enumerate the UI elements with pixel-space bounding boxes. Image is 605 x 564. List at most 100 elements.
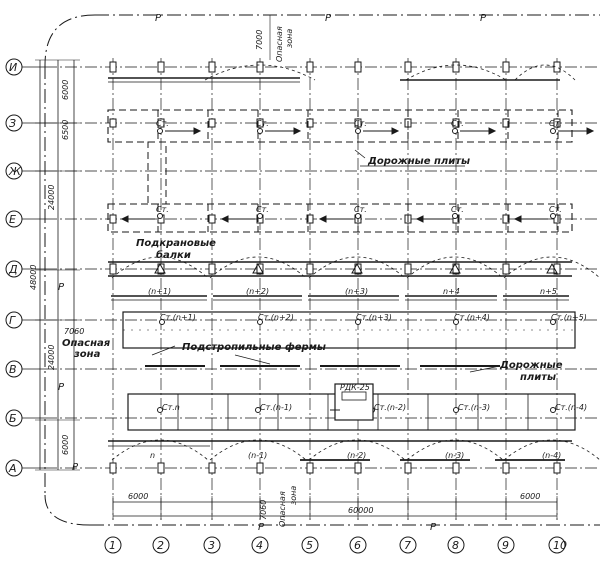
building-column (452, 61, 460, 73)
axis-label-col: 4 (256, 539, 263, 552)
boundary-marker: Р (430, 522, 437, 533)
axis-label-col: 2 (157, 539, 164, 552)
arrow-head (120, 215, 129, 223)
building-column (502, 118, 510, 128)
building-column (452, 263, 460, 275)
crane-beams-label: Подкрановые (136, 238, 216, 249)
dim-label: 24000 (47, 185, 56, 210)
building-column (553, 214, 561, 224)
building-column (306, 263, 314, 275)
road-slab-link (147, 141, 167, 205)
building-column (208, 61, 216, 73)
crane-station-point (355, 319, 361, 325)
crane-triangle-icon (546, 262, 558, 274)
crane-swing-arc (111, 439, 209, 461)
building-column (502, 61, 510, 73)
building-column (553, 118, 561, 128)
crane-swing-arc (503, 256, 601, 279)
station-label: Ст.(n+1) (160, 313, 196, 322)
crane-swing-arc (111, 256, 209, 279)
road-slabs-label: Дорожные плиты (367, 156, 470, 167)
danger-zone-label: зона (289, 486, 298, 505)
building-column (109, 214, 117, 224)
axis-label-row: Д (8, 263, 18, 276)
building-column (306, 61, 314, 73)
building-column (306, 462, 314, 474)
building-column (256, 263, 264, 275)
building-column (109, 263, 117, 275)
boundary-marker: Р (258, 522, 265, 533)
building-column (157, 462, 165, 474)
dim-label: 6000 (520, 492, 540, 501)
beam-mark: (n+1) (148, 287, 171, 296)
sub-trusses-label: Подстропильные фермы (182, 341, 326, 353)
axis-label-col: 7 (404, 539, 411, 552)
danger-zone-label: зона (73, 349, 101, 360)
arrow-head (513, 215, 522, 223)
crane-station-point (550, 213, 556, 219)
boundary-marker: Р (155, 13, 162, 24)
crane-station-label: Ст. (549, 119, 562, 128)
station-label: Ст.(n-3) (458, 403, 490, 412)
boundary-marker: Р (58, 282, 65, 293)
building-column (502, 214, 510, 224)
building-column (306, 118, 314, 128)
beam-mark: n (150, 451, 155, 460)
crane-triangle-icon (449, 262, 461, 274)
crane-swing-arc (406, 439, 504, 461)
axis-label-row: З (9, 117, 16, 130)
building-column (553, 263, 561, 275)
axis-bubble-col (104, 536, 122, 554)
crane-station-point (157, 407, 163, 413)
crane-swing-arc (209, 439, 307, 461)
crane-station-point (257, 128, 263, 134)
building-column (553, 61, 561, 73)
building-column (404, 61, 412, 73)
crane-swing-arc (308, 439, 406, 461)
boundary-marker: Р (480, 13, 487, 24)
dim-label: 24000 (47, 345, 56, 370)
danger-zone-label: Опасная (278, 491, 287, 527)
arrow-head (391, 127, 400, 135)
building-column (208, 214, 216, 224)
crane-swing-arc (514, 64, 576, 81)
crane-station-point (255, 407, 261, 413)
beam-mark: n+5 (540, 287, 557, 296)
axis-bubble-col (251, 536, 269, 554)
station-label: Ст.(n+3) (356, 313, 392, 322)
station-label: Ст.(n+5) (551, 313, 587, 322)
arrow-head (193, 127, 202, 135)
beam-mark: (n-1) (248, 451, 267, 460)
rdk-crane (334, 383, 374, 421)
crane-station-point (257, 319, 263, 325)
building-column (109, 61, 117, 73)
building-column (306, 214, 314, 224)
crane-station-point (453, 407, 459, 413)
dim-label: 6000 (61, 80, 70, 100)
crane-station-point (157, 213, 163, 219)
crane-swing-arc (308, 256, 406, 279)
leader-line (354, 149, 366, 159)
building-column (157, 61, 165, 73)
crane-station-label: Ст. (256, 205, 269, 214)
building-column (354, 263, 362, 275)
axis-bubble-col (548, 536, 566, 554)
arrow-head (318, 215, 327, 223)
axis-label-col: 10 (553, 539, 567, 552)
crane-swing-arc (503, 439, 601, 461)
crane-station-point (355, 213, 361, 219)
building-column (109, 462, 117, 474)
building-column (157, 263, 165, 275)
station-label: Ст.(n-2) (374, 403, 406, 412)
boundary-corner-bl (44, 494, 91, 526)
beam-mark: (n-3) (445, 451, 464, 460)
crane-station-point (550, 128, 556, 134)
station-label: Ст.(n-1) (260, 403, 292, 412)
building-column (452, 118, 460, 128)
building-column (208, 462, 216, 474)
building-column (452, 462, 460, 474)
rdk-label: РДК-25 (340, 383, 370, 392)
building-column (208, 263, 216, 275)
